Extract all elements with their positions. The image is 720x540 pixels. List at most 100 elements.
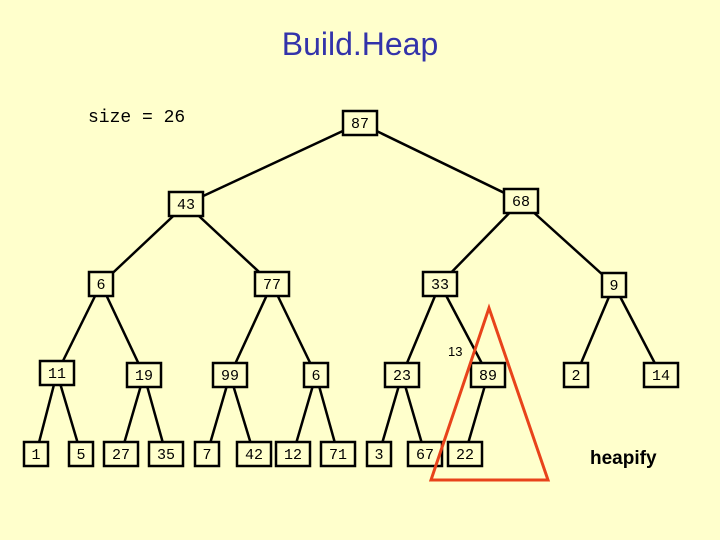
tree-edge xyxy=(99,283,146,376)
node-value: 77 xyxy=(263,277,281,294)
node-box xyxy=(446,440,484,468)
heap-node: 5 xyxy=(67,440,95,468)
node-value: 35 xyxy=(157,447,175,464)
node-value: 7 xyxy=(202,447,211,464)
heap-node: 1 xyxy=(22,440,50,468)
heap-node: 9 xyxy=(600,271,628,299)
node-box xyxy=(274,440,312,468)
heap-node: 6 xyxy=(87,270,115,298)
tree-edge xyxy=(520,200,615,286)
node-value: 27 xyxy=(112,447,130,464)
node-value: 67 xyxy=(416,447,434,464)
node-box xyxy=(421,270,459,298)
node-box xyxy=(67,440,95,468)
heap-node: 35 xyxy=(147,440,185,468)
node-value: 42 xyxy=(245,447,263,464)
tree-edge xyxy=(438,283,490,376)
tree-edge xyxy=(439,200,522,285)
heap-node: 3 xyxy=(365,440,393,468)
node-value: 68 xyxy=(512,194,530,211)
tree-edge xyxy=(185,203,273,285)
node-box xyxy=(235,440,273,468)
tree-edge xyxy=(55,283,103,374)
node-box xyxy=(125,361,163,389)
node-box xyxy=(562,361,590,389)
node-box xyxy=(87,270,115,298)
size-label: size = 26 xyxy=(88,108,186,128)
node-value: 71 xyxy=(329,447,347,464)
heap-node: 2 xyxy=(562,361,590,389)
node-value: 14 xyxy=(652,368,670,385)
heap-node: 14 xyxy=(642,361,680,389)
node-box xyxy=(341,109,379,137)
node-box xyxy=(383,361,421,389)
heapify-label: heapify xyxy=(590,448,657,469)
node-value: 23 xyxy=(393,368,411,385)
node-value: 5 xyxy=(76,447,85,464)
heap-node: 22 xyxy=(446,440,484,468)
tree-edge xyxy=(612,284,663,376)
heap-node: 77 xyxy=(253,270,291,298)
tree-nodes: 87 68 43 6 77 33 9 11 19 99 6 23 89 2 14 1 5 27 35 7 42 12 71 3… xyxy=(22,109,680,468)
node-box xyxy=(502,187,540,215)
heap-node: 42 xyxy=(235,440,273,468)
heap-node: 68 xyxy=(502,187,540,215)
heapify-triangle xyxy=(428,303,551,482)
tree-edge xyxy=(270,283,318,376)
node-box xyxy=(102,440,140,468)
heap-node: 19 xyxy=(125,361,163,389)
heap-node: 33 xyxy=(421,270,459,298)
tree-edge xyxy=(55,372,83,455)
heap-node: 11 xyxy=(38,359,76,387)
heap-node: 7 xyxy=(193,440,221,468)
node-box xyxy=(167,190,205,218)
heap-node: 71 xyxy=(319,440,357,468)
heap-node: 6 xyxy=(302,361,330,389)
annotation-label: 13 xyxy=(448,344,463,359)
tree-edge xyxy=(359,121,522,203)
node-box xyxy=(642,361,680,389)
heap-node: 87 xyxy=(341,109,379,137)
node-value: 43 xyxy=(177,197,195,214)
node-box xyxy=(365,440,393,468)
node-value: 3 xyxy=(374,447,383,464)
node-value: 12 xyxy=(284,447,302,464)
node-value: 11 xyxy=(48,366,66,383)
node-value: 99 xyxy=(221,368,239,385)
node-value: 2 xyxy=(571,368,580,385)
tree-edge xyxy=(100,203,187,285)
node-value: 33 xyxy=(431,277,449,294)
tree-edge xyxy=(34,372,59,455)
node-box xyxy=(38,359,76,387)
node-box xyxy=(469,361,507,389)
node-value: 87 xyxy=(351,116,369,133)
tree-edge xyxy=(400,283,442,376)
heap-node: 43 xyxy=(167,190,205,218)
node-value: 9 xyxy=(609,278,618,295)
node-box xyxy=(319,440,357,468)
tree-edges xyxy=(34,121,663,455)
tree-edge xyxy=(228,283,274,376)
node-box xyxy=(302,361,330,389)
heap-node: 23 xyxy=(383,361,421,389)
node-value: 6 xyxy=(96,277,105,294)
node-value: 89 xyxy=(479,368,497,385)
node-box xyxy=(22,440,50,468)
node-value: 1 xyxy=(31,447,40,464)
heap-node: 89 xyxy=(469,361,507,389)
node-box xyxy=(211,361,249,389)
tree-edge xyxy=(574,284,616,376)
node-value: 22 xyxy=(456,447,474,464)
node-value: 19 xyxy=(135,368,153,385)
heap-node: 99 xyxy=(211,361,249,389)
heap-node: 27 xyxy=(102,440,140,468)
slide-title: Build.Heap xyxy=(281,26,439,62)
node-box xyxy=(147,440,185,468)
heap-node: 12 xyxy=(274,440,312,468)
node-box xyxy=(193,440,221,468)
node-value: 6 xyxy=(311,368,320,385)
tree-edge xyxy=(185,121,361,206)
node-box xyxy=(600,271,628,299)
